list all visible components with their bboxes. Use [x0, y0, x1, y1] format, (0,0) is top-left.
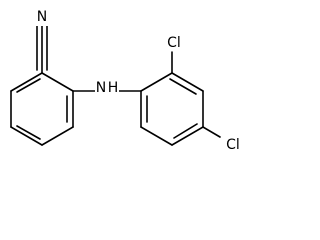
dichlorophenyl-ring	[140, 72, 204, 146]
benzonitrile-ring	[10, 72, 74, 146]
bond	[10, 72, 43, 92]
bond	[171, 126, 204, 146]
bond	[10, 126, 43, 146]
bond	[41, 72, 74, 92]
bond	[41, 126, 74, 146]
bond	[171, 72, 204, 92]
chlorine-2-label: Cl	[167, 35, 181, 51]
bond	[202, 126, 221, 138]
double-bond-inner	[173, 123, 198, 139]
amine-nitrogen-label: N	[96, 80, 106, 96]
nitrile-nitrogen-label: N	[37, 9, 47, 25]
bond	[140, 72, 173, 92]
double-bond-inner	[16, 125, 41, 140]
chemical-structure: N N H Cl Cl	[10, 8, 240, 153]
double-bond-inner	[169, 78, 197, 95]
nitrile-group: N	[34, 8, 50, 74]
amine-bridge: N H	[72, 78, 142, 98]
amine-hydrogen-label: H	[108, 80, 119, 96]
chlorine-substituent-2: Cl	[167, 35, 181, 74]
chlorine-substituent-4: Cl	[202, 126, 240, 153]
bond	[140, 126, 173, 146]
double-bond-inner	[16, 78, 41, 93]
chlorine-4-label: Cl	[226, 137, 240, 153]
